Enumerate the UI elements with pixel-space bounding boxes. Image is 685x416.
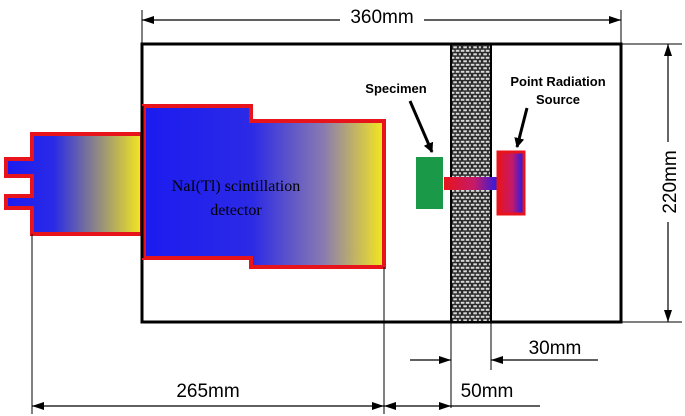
dimension-30mm: 30mm — [529, 338, 582, 359]
specimen-block — [416, 157, 443, 209]
bottom-dimension: 265mm 50mm — [31, 234, 540, 414]
dimension-265mm: 265mm — [176, 381, 239, 402]
dimension-50mm: 50mm — [461, 381, 514, 402]
source-label-line2: Source — [536, 92, 580, 107]
source-arrow — [514, 107, 529, 148]
right-dimension: 220mm — [621, 43, 682, 323]
detector-handle — [4, 132, 144, 236]
source-label-line1: Point Radiation — [510, 74, 605, 89]
brick-dimension: 30mm — [410, 322, 598, 408]
point-radiation-source — [496, 150, 526, 216]
detector-label-line2: detector — [210, 202, 262, 219]
dimension-220mm: 220mm — [660, 150, 681, 213]
detector-label-line1: NaI(Tl) scintillation — [172, 178, 300, 195]
radiation-beam — [444, 177, 500, 190]
dimension-360mm: 360mm — [350, 7, 413, 28]
specimen-label: Specimen — [365, 81, 426, 96]
specimen-arrow — [408, 100, 434, 153]
top-dimension: 360mm — [141, 6, 622, 45]
